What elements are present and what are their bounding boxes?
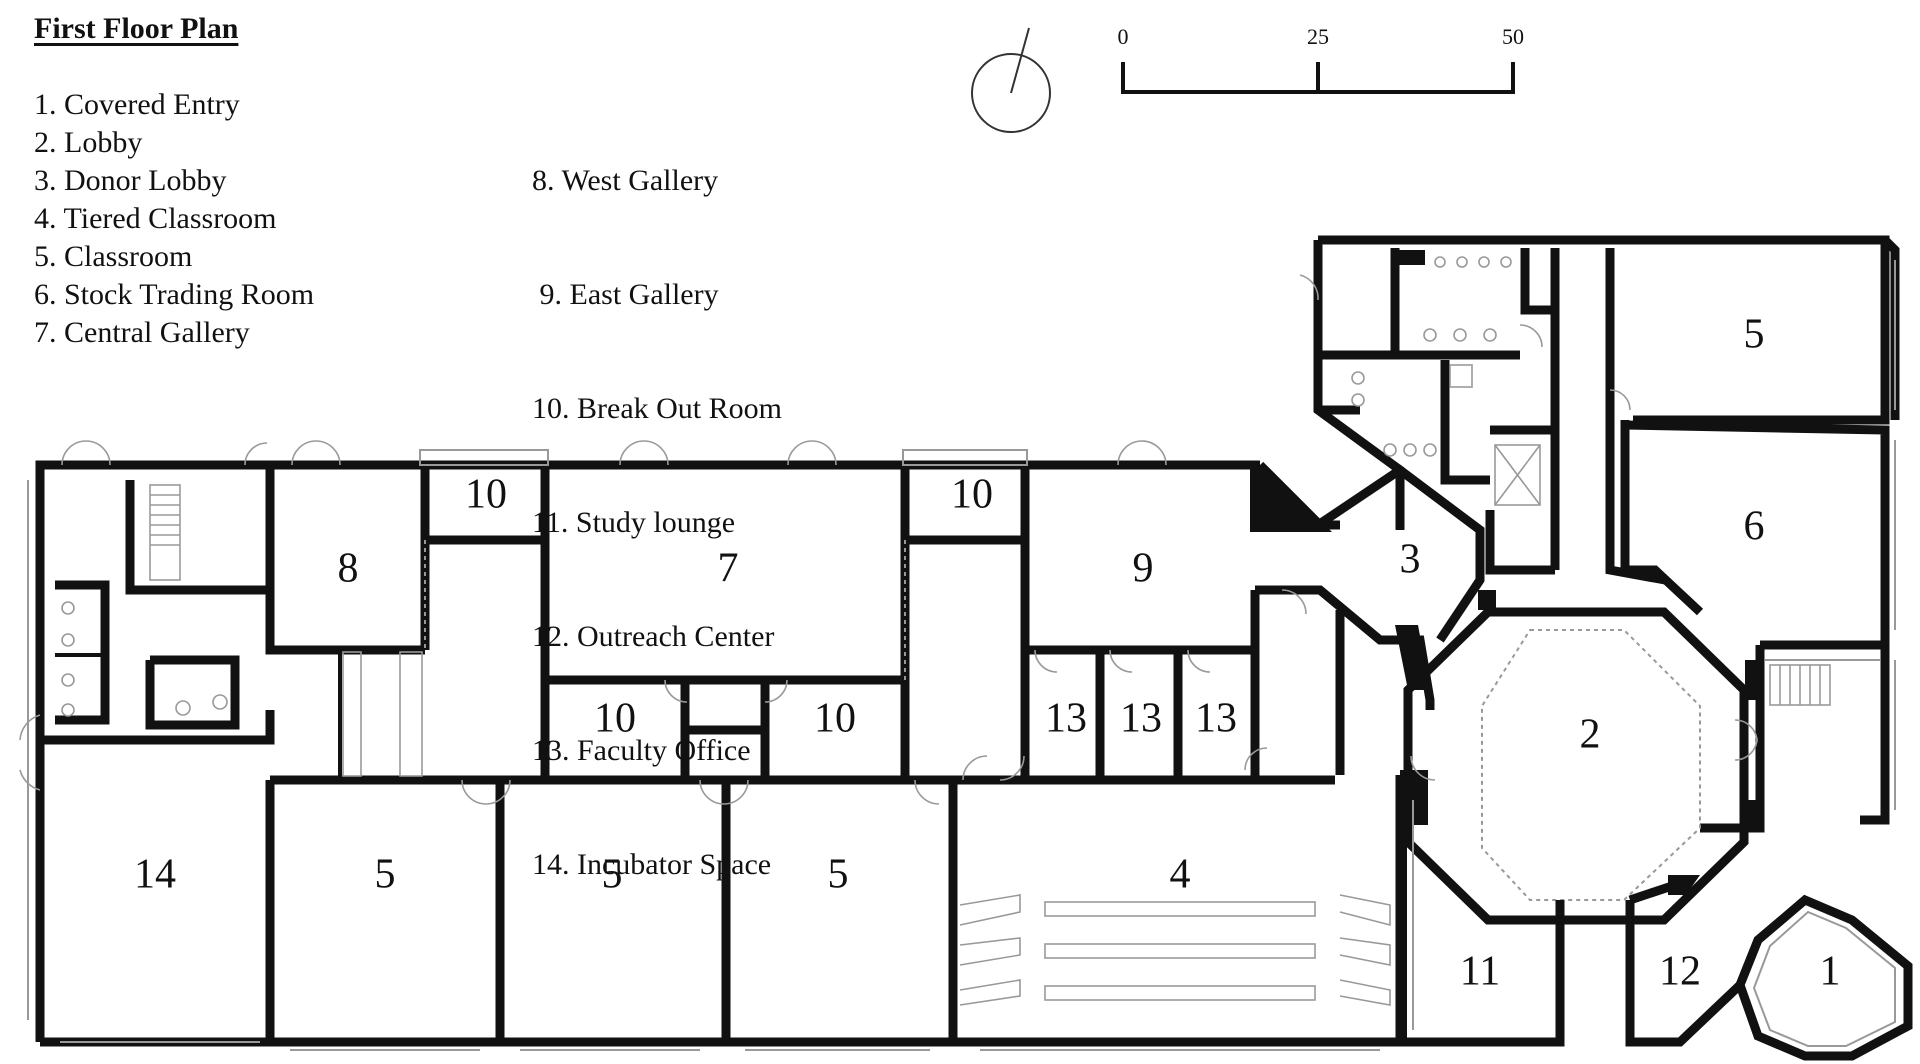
scale-label-25: 25 [1307,24,1329,49]
tiered-seating [959,894,1391,1006]
room-label-8: 8 [338,546,359,592]
structural-blocks [1250,250,1760,895]
legend-item: 10. Break Out Room [532,392,782,425]
room-label-1: 1 [1820,949,1841,995]
legend-item: 1. Covered Entry [34,88,240,121]
legend-item: 6. Stock Trading Room [34,278,315,311]
plan-title: First Floor Plan [34,12,239,45]
legend-item: 4. Tiered Classroom [34,202,277,235]
legend-item: 13. Faculty Office [532,734,751,767]
legend-item: 8. West Gallery [532,164,719,197]
legend-item: 7. Central Gallery [34,316,250,349]
legend-item: 14. Incubator Space [532,848,772,881]
room-label-11: 11 [1460,949,1500,995]
room-label-13: 13 [1120,696,1162,742]
door-swings [19,274,1758,805]
windows [27,260,1896,1051]
room-label-10: 10 [465,472,507,518]
interior-walls [40,248,1885,1042]
room-label-13: 13 [1045,696,1087,742]
room-labels: 14 5 5 5 4 8 10 7 10 9 10 10 13 13 13 3 … [134,312,1841,995]
legend-item: 11. Study lounge [532,506,736,539]
room-label-10: 10 [951,472,993,518]
room-label-14: 14 [134,852,176,898]
scale-bar: 0 25 50 [1118,24,1524,94]
north-arrow-icon [971,27,1051,133]
room-label-5: 5 [828,852,849,898]
scale-label-0: 0 [1118,24,1129,49]
staircases [149,484,1831,706]
room-label-5: 5 [375,852,396,898]
room-legend-left: 1. Covered Entry 2. Lobby 3. Donor Lobby… [34,86,314,352]
kitchen-counters [342,651,423,777]
room-label-3: 3 [1400,537,1421,583]
covered-entry-outline [1735,894,1913,1061]
lobby-octagon [1403,607,1749,925]
room-label-4: 4 [1170,852,1191,898]
legend-item: 2. Lobby [34,126,143,159]
legend-item: 9. East Gallery [532,278,719,311]
room-label-12: 12 [1659,949,1701,995]
legend-item: 12. Outreach Center [532,620,775,653]
legend-item: 3. Donor Lobby [34,164,227,197]
scale-label-50: 50 [1502,24,1524,49]
room-label-5: 5 [1744,312,1765,358]
room-label-2: 2 [1580,712,1601,758]
room-label-7: 7 [718,546,739,592]
room-label-9: 9 [1133,546,1154,592]
room-label-5: 5 [602,852,623,898]
room-label-10: 10 [814,696,856,742]
room-label-10: 10 [594,696,636,742]
restroom-fixtures [61,256,1541,717]
room-label-13: 13 [1195,696,1237,742]
room-label-6: 6 [1744,504,1765,550]
legend-item: 5. Classroom [34,240,193,273]
room-legend-right: 8. West Gallery 9. East Gallery 10. Brea… [532,86,782,922]
